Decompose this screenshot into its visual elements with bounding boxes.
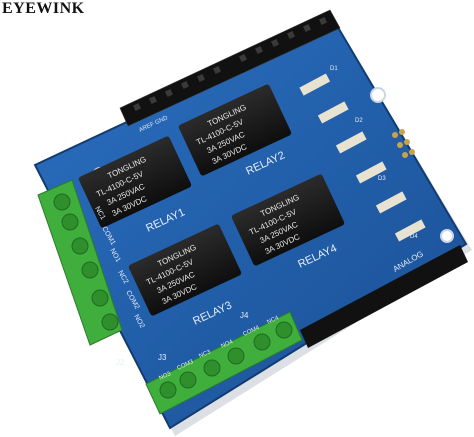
j2-label: J2	[116, 358, 125, 367]
led1-label: D1	[330, 66, 338, 72]
terminal-block-j3-j4	[145, 311, 303, 415]
terminal-block-j2	[37, 179, 123, 346]
nc4-label: NC4	[266, 315, 280, 326]
watermark: EYEWINK	[2, 0, 85, 17]
mount-hole-icon	[370, 87, 386, 103]
digital-header	[119, 9, 341, 127]
relay-3: TONGLING TL-4100-C-5V 3A 250VAC 3A 30VDC	[128, 224, 242, 316]
led3-label: D3	[378, 176, 386, 182]
no4-label: NO4	[220, 339, 234, 350]
analog-header	[300, 245, 468, 348]
j4-label: J4	[240, 311, 249, 320]
nc3-label: NC3	[198, 349, 212, 360]
led4-label: D4	[410, 234, 418, 240]
mount-hole-icon	[440, 229, 454, 243]
no3-label: NO3	[158, 371, 172, 382]
component-strip	[299, 73, 426, 242]
relay-2: TONGLING TL-4100-C-5V 3A 250VAC 3A 30VDC	[178, 84, 292, 176]
header-pins	[133, 17, 327, 111]
relay-4: TONGLING TL-4100-C-5V 3A 250VAC 3A 30VDC	[231, 174, 345, 266]
j3-label: J3	[158, 353, 167, 362]
led2-label: D2	[355, 118, 363, 124]
